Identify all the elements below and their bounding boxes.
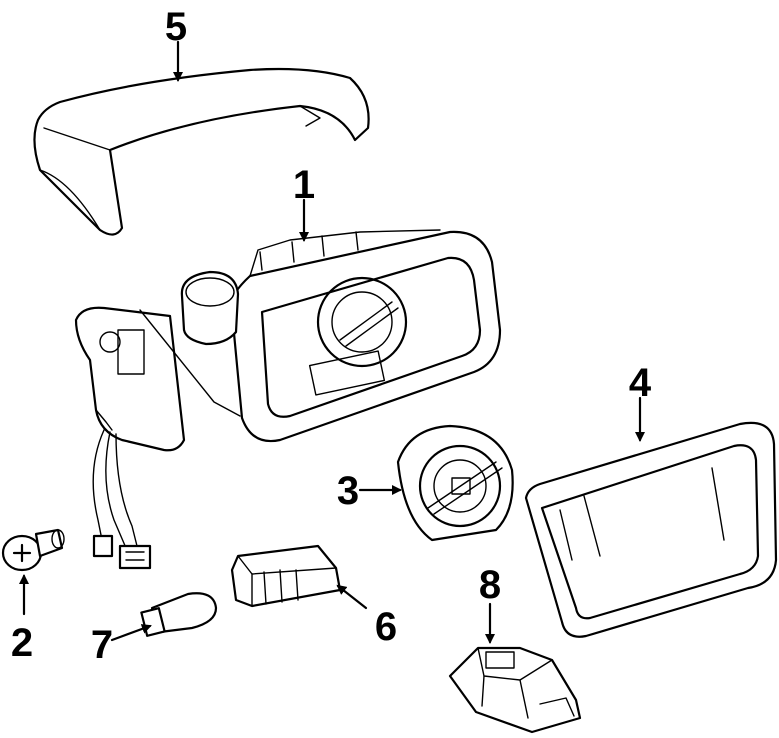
callout-8: 8 xyxy=(479,563,501,607)
callout-4: 4 xyxy=(629,361,652,405)
mirror-glass-part xyxy=(524,421,778,638)
lamp-housing-part xyxy=(230,544,342,608)
mirror-housing-part xyxy=(74,229,502,452)
arrow-7 xyxy=(110,624,152,642)
wiring-harness xyxy=(92,429,152,570)
screw-part xyxy=(1,528,65,572)
callout-5: 5 xyxy=(165,5,187,49)
arrow-6 xyxy=(336,584,368,610)
bulb-part xyxy=(140,592,218,637)
mirror-cover-part xyxy=(33,67,370,236)
callout-6: 6 xyxy=(375,605,397,649)
callout-3: 3 xyxy=(337,469,359,513)
actuator-motor-part xyxy=(396,424,514,542)
callout-2: 2 xyxy=(11,621,33,665)
switch-module-part xyxy=(448,646,582,734)
callout-arrows xyxy=(19,40,645,644)
callout-1: 1 xyxy=(293,163,315,207)
callout-7: 7 xyxy=(91,623,113,667)
